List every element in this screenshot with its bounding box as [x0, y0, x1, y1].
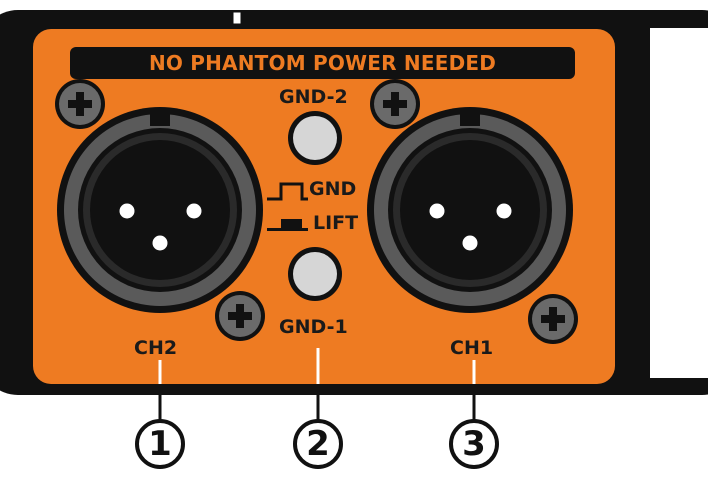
ch2-label: CH2 [134, 337, 178, 359]
banner-text: NO PHANTOM POWER NEEDED [148, 51, 497, 75]
screw-icon [55, 79, 105, 129]
lift-label: LIFT [313, 212, 359, 234]
callout-circle-2 [293, 419, 343, 469]
gnd2-label: GND-2 [279, 86, 348, 108]
screw-icon [215, 291, 265, 341]
callout-circle-1 [135, 419, 185, 469]
chassis-edge-top [650, 14, 708, 26]
ch1-label: CH1 [450, 337, 494, 359]
gnd-label: GND [309, 178, 357, 200]
callout-number-2: 2 [306, 424, 330, 464]
push-button-icon[interactable] [288, 247, 342, 301]
xlr-connector-icon[interactable] [57, 107, 263, 313]
callout-number-1: 1 [148, 424, 172, 464]
chassis-edge [650, 28, 708, 378]
switch-down-icon [267, 219, 308, 231]
banner-bar [70, 47, 575, 79]
xlr-connector-icon[interactable] [367, 107, 573, 313]
callout-circle-3 [449, 419, 499, 469]
screw-icon [370, 79, 420, 129]
switch-up-icon [267, 182, 308, 201]
push-button-icon[interactable] [288, 111, 342, 165]
top-notch [232, 11, 242, 25]
chassis-edge-bottom [650, 380, 708, 392]
gnd1-label: GND-1 [279, 316, 348, 338]
callout-number-3: 3 [462, 424, 486, 464]
screw-icon [528, 294, 578, 344]
